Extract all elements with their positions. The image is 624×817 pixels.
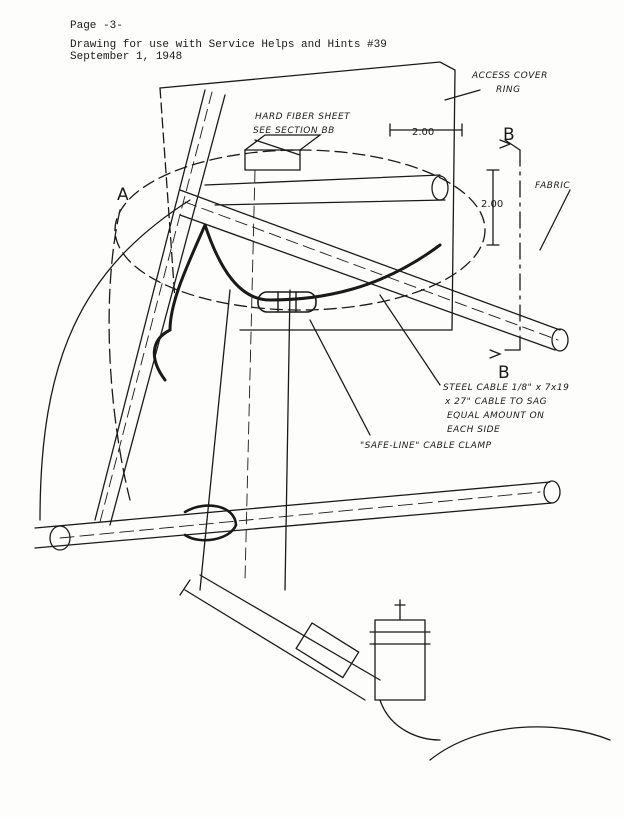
upper-cross-tube (179, 189, 561, 351)
fabric-leader (539, 189, 571, 251)
steel-cable (203, 223, 442, 302)
drawing-title: Drawing for use with Service Helps and H… (70, 39, 387, 51)
fabric-label: FABRIC (535, 181, 570, 191)
upper-stub-tube (204, 174, 446, 206)
steel-cable-label-2: x 27" CABLE TO SAG (444, 397, 547, 407)
lower-cross-tube (34, 481, 553, 549)
access-cover-leader (444, 89, 481, 101)
dim-horizontal-label: 2.00 (412, 127, 434, 138)
access-cover-panel (159, 61, 456, 331)
access-cover-label: ACCESS COVER (471, 71, 548, 81)
clamp-leader (309, 319, 371, 436)
cable-clamp-label: "SAFE-LINE" CABLE CLAMP (360, 441, 492, 451)
steel-cable-label-3: EQUAL AMOUNT ON (447, 411, 544, 421)
center-vertical-tube (199, 289, 291, 591)
section-b-top-label: B (503, 125, 515, 145)
dim-vertical-label: 2.00 (481, 199, 503, 210)
steel-cable-label-4: EACH SIDE (447, 425, 500, 435)
hard-fiber-leader (254, 139, 301, 156)
cable-clamp (257, 291, 317, 313)
left-diagonal-tube (94, 89, 226, 526)
cable-leader (379, 294, 441, 386)
fabric-outline-bottom (429, 726, 611, 761)
document-date: September 1, 1948 (70, 51, 183, 63)
hard-fiber-label: HARD FIBER SHEET (255, 112, 351, 122)
fabric-outline-left (39, 199, 191, 521)
steel-cable-label-1: STEEL CABLE 1/8" x 7x19 (443, 383, 569, 393)
page-number: Page -3- (70, 20, 123, 32)
access-cover-ring-label: RING (496, 85, 521, 95)
hard-fiber-section-label: SEE SECTION BB (253, 126, 335, 136)
lower-fitting (374, 619, 426, 701)
lower-diagonal-tube (184, 574, 381, 701)
section-a-label: A (117, 185, 129, 205)
section-b-bottom-label: B (498, 363, 510, 383)
hard-fiber-sheet (244, 149, 301, 171)
